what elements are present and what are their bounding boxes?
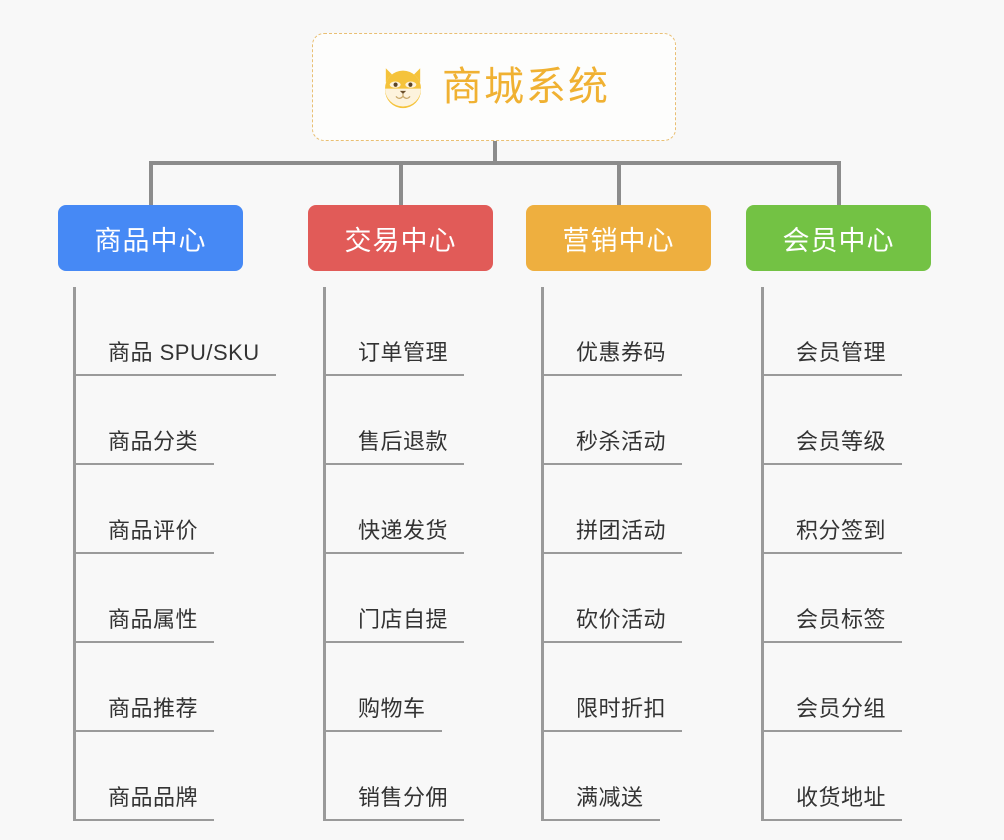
leaf-label: 砍价活动 — [544, 602, 683, 643]
leaf-label: 会员分组 — [764, 691, 903, 732]
connector-horizontal-bus — [149, 161, 841, 165]
leaf-label: 秒杀活动 — [544, 424, 683, 465]
leaf-label: 商品属性 — [76, 602, 215, 643]
category-header-1[interactable]: 商品中心 — [58, 205, 243, 271]
list-item[interactable]: 商品分类 — [76, 376, 243, 465]
list-item[interactable]: 售后退款 — [326, 376, 493, 465]
list-item[interactable]: 会员管理 — [764, 287, 931, 376]
list-item[interactable]: 商品属性 — [76, 554, 243, 643]
shiba-dog-face-icon — [385, 68, 421, 109]
leaf-label: 商品分类 — [76, 424, 215, 465]
branch-column-1: 商品中心 商品 SPU/SKU 商品分类 商品评价 商品属性 商品推荐 商品品牌 — [58, 205, 276, 821]
leaf-list-1: 商品 SPU/SKU 商品分类 商品评价 商品属性 商品推荐 商品品牌 — [73, 287, 276, 821]
root-node[interactable]: 商城系统 — [312, 33, 676, 141]
leaf-list-4: 会员管理 会员等级 积分签到 会员标签 会员分组 收货地址 — [761, 287, 931, 821]
list-item[interactable]: 销售分佣 — [326, 732, 493, 821]
leaf-label: 商品品牌 — [76, 780, 215, 821]
connector-drop-1 — [149, 161, 153, 206]
leaf-label: 限时折扣 — [544, 691, 683, 732]
category-label: 交易中心 — [344, 225, 457, 256]
leaf-label: 满减送 — [544, 780, 660, 821]
category-header-2[interactable]: 交易中心 — [308, 205, 493, 271]
leaf-label: 收货地址 — [764, 780, 903, 821]
category-header-4[interactable]: 会员中心 — [746, 205, 931, 271]
leaf-label: 门店自提 — [326, 602, 465, 643]
category-label: 会员中心 — [782, 225, 895, 256]
branch-column-3: 营销中心 优惠券码 秒杀活动 拼团活动 砍价活动 限时折扣 满减送 — [526, 205, 711, 821]
leaf-list-3: 优惠券码 秒杀活动 拼团活动 砍价活动 限时折扣 满减送 — [541, 287, 711, 821]
connector-drop-3 — [617, 161, 621, 206]
list-item[interactable]: 会员标签 — [764, 554, 931, 643]
leaf-label: 会员标签 — [764, 602, 903, 643]
list-item[interactable]: 商品评价 — [76, 465, 243, 554]
leaf-label: 商品评价 — [76, 513, 215, 554]
list-item[interactable]: 商品 SPU/SKU — [76, 287, 276, 376]
list-item[interactable]: 快递发货 — [326, 465, 493, 554]
list-item[interactable]: 收货地址 — [764, 732, 931, 821]
list-item[interactable]: 满减送 — [544, 732, 711, 821]
category-header-3[interactable]: 营销中心 — [526, 205, 711, 271]
branch-column-4: 会员中心 会员管理 会员等级 积分签到 会员标签 会员分组 收货地址 — [746, 205, 931, 821]
branch-column-2: 交易中心 订单管理 售后退款 快递发货 门店自提 购物车 销售分佣 — [308, 205, 493, 821]
list-item[interactable]: 限时折扣 — [544, 643, 711, 732]
list-item[interactable]: 商品品牌 — [76, 732, 243, 821]
list-item[interactable]: 订单管理 — [326, 287, 493, 376]
leaf-label: 商品推荐 — [76, 691, 215, 732]
list-item[interactable]: 商品推荐 — [76, 643, 243, 732]
list-item[interactable]: 积分签到 — [764, 465, 931, 554]
list-item[interactable]: 会员分组 — [764, 643, 931, 732]
list-item[interactable]: 砍价活动 — [544, 554, 711, 643]
list-item[interactable]: 秒杀活动 — [544, 376, 711, 465]
list-item[interactable]: 优惠券码 — [544, 287, 711, 376]
connector-drop-4 — [837, 161, 841, 206]
leaf-label: 购物车 — [326, 691, 442, 732]
leaf-label: 优惠券码 — [544, 335, 683, 376]
leaf-list-2: 订单管理 售后退款 快递发货 门店自提 购物车 销售分佣 — [323, 287, 493, 821]
leaf-label: 拼团活动 — [544, 513, 683, 554]
leaf-label: 会员等级 — [764, 424, 903, 465]
connector-drop-2 — [399, 161, 403, 206]
leaf-label: 会员管理 — [764, 335, 903, 376]
leaf-label: 商品 SPU/SKU — [76, 335, 276, 376]
leaf-label: 积分签到 — [764, 513, 903, 554]
leaf-label: 订单管理 — [326, 335, 465, 376]
list-item[interactable]: 会员等级 — [764, 376, 931, 465]
list-item[interactable]: 门店自提 — [326, 554, 493, 643]
connector-root-stem — [493, 141, 497, 164]
leaf-label: 快递发货 — [326, 513, 465, 554]
leaf-label: 售后退款 — [326, 424, 465, 465]
leaf-label: 销售分佣 — [326, 780, 465, 821]
category-label: 商品中心 — [94, 225, 207, 256]
list-item[interactable]: 拼团活动 — [544, 465, 711, 554]
list-item[interactable]: 购物车 — [326, 643, 493, 732]
category-label: 营销中心 — [562, 225, 675, 256]
root-title: 商城系统 — [442, 65, 610, 109]
